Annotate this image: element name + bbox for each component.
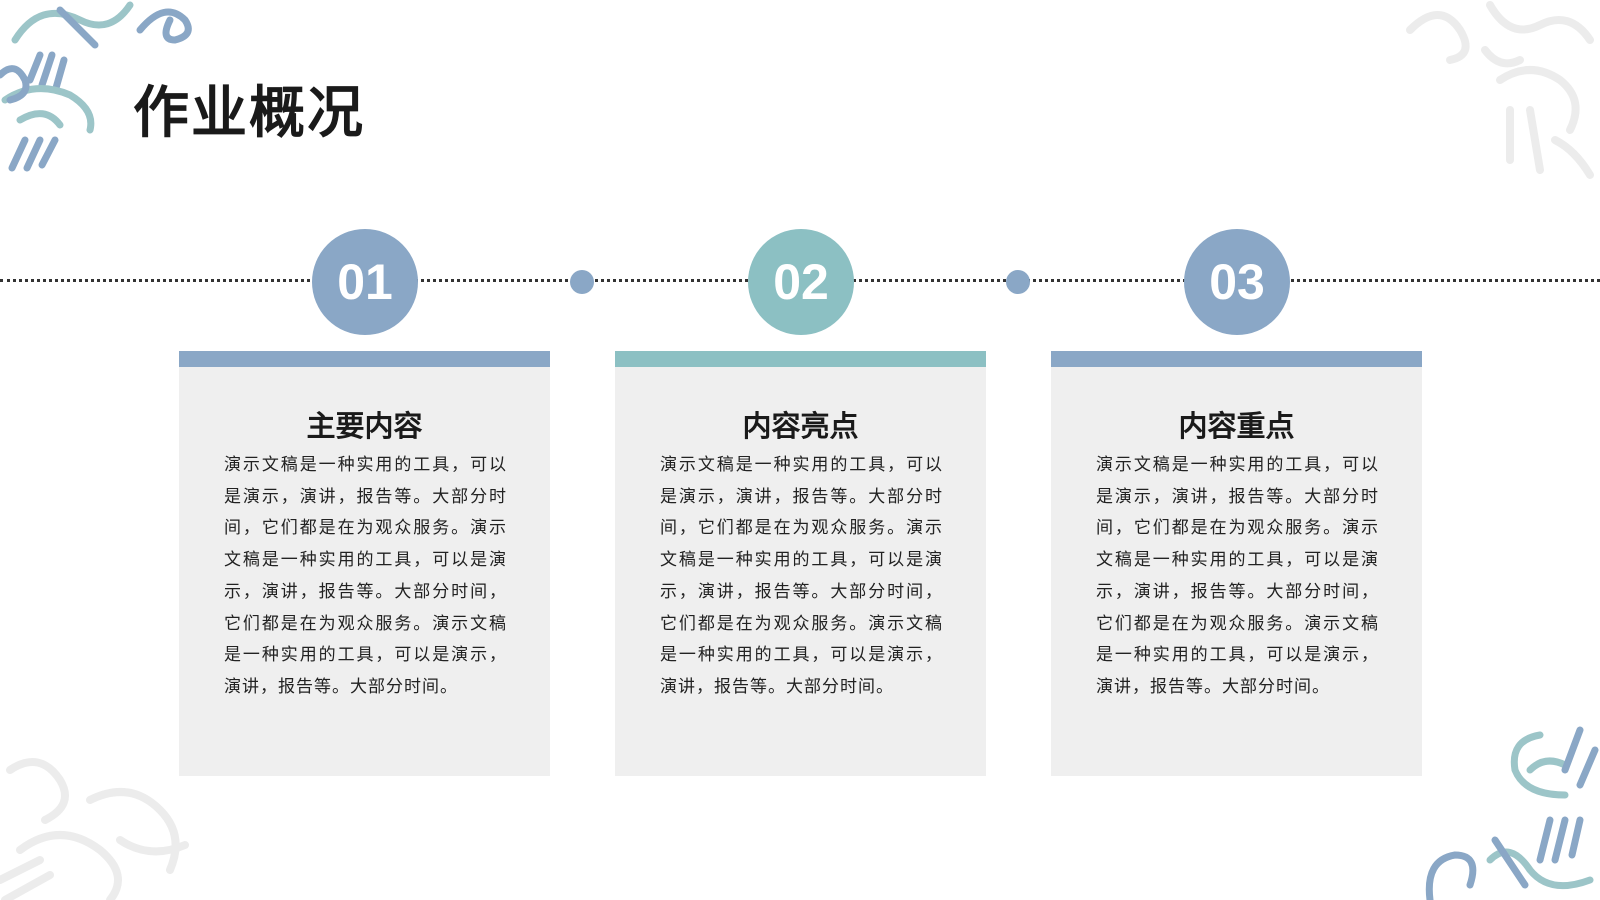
- card-body-text: 演示文稿是一种实用的工具，可以是演示，演讲，报告等。大部分时间，它们都是在为观众…: [660, 455, 943, 697]
- timeline-dot: [570, 270, 594, 294]
- decorative-scribble-bottom-left: [0, 758, 189, 900]
- decorative-scribble-bottom-right: [1425, 726, 1599, 900]
- decorative-scribble-top-right: [1406, 1, 1594, 179]
- card-body-text: 演示文稿是一种实用的工具，可以是演示，演讲，报告等。大部分时间，它们都是在为观众…: [1096, 455, 1379, 697]
- card-accent-bar: [1051, 351, 1422, 367]
- card-title: 主要内容: [306, 409, 423, 443]
- step-number-badge: 03: [1184, 229, 1290, 335]
- card-accent-bar: [615, 351, 986, 367]
- page-title: 作业概况: [133, 81, 365, 146]
- card-accent-bar: [179, 351, 550, 367]
- decorative-scribble-top-left: [0, 1, 192, 172]
- card-body-text: 演示文稿是一种实用的工具，可以是演示，演讲，报告等。大部分时间，它们都是在为观众…: [224, 455, 507, 697]
- step-number-badge: 01: [312, 229, 418, 335]
- step-number-badge: 02: [748, 229, 854, 335]
- step-card: 内容亮点 演示文稿是一种实用的工具，可以是演示，演讲，报告等。大部分时间，它们都…: [615, 351, 986, 776]
- step-card: 主要内容 演示文稿是一种实用的工具，可以是演示，演讲，报告等。大部分时间，它们都…: [179, 351, 550, 776]
- card-title: 内容重点: [1178, 409, 1295, 443]
- card-title: 内容亮点: [742, 409, 859, 443]
- step-card: 内容重点 演示文稿是一种实用的工具，可以是演示，演讲，报告等。大部分时间，它们都…: [1051, 351, 1422, 776]
- timeline-dot: [1006, 270, 1030, 294]
